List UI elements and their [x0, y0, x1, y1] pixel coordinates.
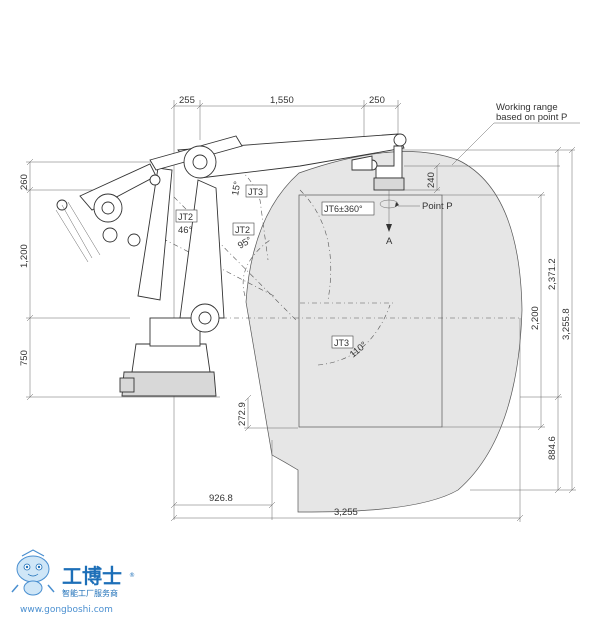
gongboshi-logo: 工博士 ® 智能工厂服务商 www.gongboshi.com: [11, 549, 135, 615]
jt6-rotation-arrowhead: [395, 202, 399, 207]
dim-255-text: 255: [179, 95, 195, 106]
right-dim-ticks: [433, 146, 576, 494]
jt3-arc: [317, 304, 391, 366]
logo-tagline: 智能工厂服务商: [62, 588, 118, 598]
angle-46-label: 46°: [178, 225, 193, 236]
working-range-label-1: Working range: [496, 102, 558, 113]
lower-limit-lines: [271, 427, 299, 471]
robot-counterweight-hub: [101, 201, 115, 215]
bottom-dim-ticks: [170, 394, 524, 522]
robot-turntable: [149, 317, 201, 347]
jt3-upper-arc: [299, 189, 332, 301]
jt3-top-label: JT3: [248, 187, 263, 197]
view-a-arrow: [386, 224, 392, 232]
jt3-lower-label: JT3: [334, 338, 349, 348]
jt2-left-label: JT2: [178, 212, 193, 222]
jt3-lower-box: [331, 335, 354, 349]
view-a-label: A: [386, 236, 393, 247]
dim-2371-text: 2,371.2: [547, 258, 558, 290]
robot-arm: [55, 133, 407, 397]
dim-3255-8-text: 3,255.8: [561, 308, 572, 340]
robot-link-joint-3: [149, 174, 161, 186]
robot-parallel-link: [137, 167, 173, 301]
top-dim-ticks: [170, 102, 402, 110]
angle-95-label: 95°: [236, 235, 254, 252]
robot-flange: [373, 177, 405, 191]
jt6-box: [321, 201, 375, 216]
logo-name: 工博士: [62, 564, 122, 588]
logo-registered: ®: [129, 572, 135, 579]
working-range-leader: [451, 122, 495, 166]
working-range-envelope: [245, 151, 523, 513]
dim-250-text: 250: [369, 95, 385, 106]
dim-240-text: 240: [426, 172, 437, 188]
robot-base-plate: [121, 371, 217, 397]
robot-base-block: [119, 377, 135, 393]
dim-260-text: 260: [19, 174, 30, 190]
logo-url: www.gongboshi.com: [20, 605, 113, 615]
dim-884-text: 884.6: [547, 436, 558, 460]
robot-cables: [55, 201, 101, 263]
working-range-label-2: based on point P: [496, 112, 567, 123]
robot-link-joint: [102, 227, 118, 243]
robot-base: [131, 343, 211, 373]
inner-range-rect: [298, 194, 443, 428]
robot-lower-arm: [179, 179, 225, 319]
jt3-top-box: [245, 184, 268, 198]
robot-wrist-joint: [393, 133, 407, 147]
jt6-label: JT6±360°: [324, 204, 363, 214]
robot-jt2-hub: [198, 311, 212, 325]
dim-3255-text: 3,255: [334, 507, 358, 518]
robot-link-joint-2: [127, 233, 141, 247]
dim-2200-text: 2,200: [530, 306, 541, 330]
left-dim-ticks: [26, 158, 34, 401]
point-p-label: Point P: [422, 201, 453, 212]
angle-15-label: 15°: [230, 180, 243, 196]
jt2-left-box: [175, 209, 198, 223]
robot-wrist-link: [351, 155, 373, 171]
jt2-mid-box: [232, 222, 255, 236]
dim-272-text: 272.9: [237, 402, 248, 426]
dim-1550-text: 1,550: [270, 95, 294, 106]
robot-jt3-hub: [192, 154, 208, 170]
mascot-icon: [11, 549, 55, 596]
jt2-mid-label: JT2: [235, 225, 250, 235]
dim-1200-text: 1,200: [19, 244, 30, 268]
dim-750-text: 750: [19, 350, 30, 366]
dim-926-text: 926.8: [209, 493, 233, 504]
